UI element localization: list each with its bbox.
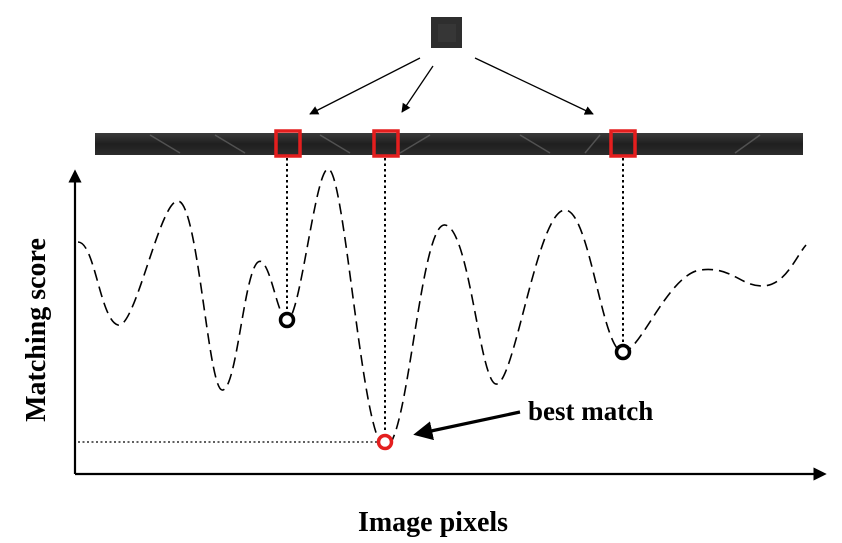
candidate-box-1 [274,129,302,158]
template-arrow-2 [401,65,434,113]
best-match-label: best match [528,396,653,426]
template-arrow-1 [309,57,421,115]
candidate-box-2 [372,129,400,158]
y-axis-label: Matching score [21,238,52,422]
candidate-box-3 [609,129,637,158]
template-patch-shade [438,24,456,42]
image-strip-texture [149,134,761,154]
x-axis-label: Image pixels [358,507,508,538]
image-strip [95,133,803,155]
matching-score-curve [77,168,807,448]
template-arrow-3 [474,57,594,115]
best-match-arrow [413,410,521,441]
best-match-marker [376,433,394,451]
candidate-marker-1 [278,311,296,329]
candidate-marker-3 [614,343,632,361]
